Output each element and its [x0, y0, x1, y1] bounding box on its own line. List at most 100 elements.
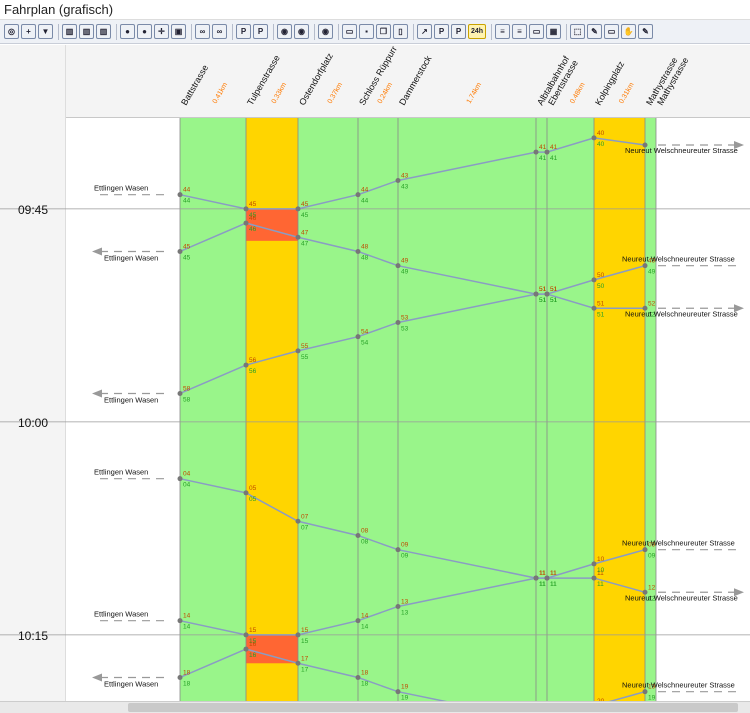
route-icon[interactable]: ↗	[417, 24, 432, 39]
distance-label: 0.31km	[618, 81, 636, 105]
band-segment	[547, 118, 594, 701]
stop-point	[544, 149, 550, 155]
terminal-label: Neureut Welschneureuter Strasse	[625, 593, 738, 602]
arrival-label: 11	[539, 570, 546, 577]
stop-point	[591, 575, 597, 581]
pp2-icon[interactable]: P	[451, 24, 466, 39]
arrow-right-icon	[734, 588, 744, 597]
departure-label: 43	[401, 183, 409, 190]
arrival-label: 19	[401, 684, 409, 691]
pencil-icon[interactable]: ✎	[638, 24, 653, 39]
arrival-label: 14	[183, 613, 191, 620]
horizontal-scrollbar[interactable]	[0, 701, 750, 713]
binoculars-icon[interactable]: ◎	[4, 24, 19, 39]
stop-point	[355, 192, 361, 198]
select-icon[interactable]: ⬚	[570, 24, 585, 39]
departure-label: 41	[539, 155, 547, 162]
departure-label: 55	[301, 354, 309, 361]
arrival-label: 46	[249, 215, 257, 222]
arrival-label: 44	[361, 187, 369, 194]
arrival-label: 55	[301, 343, 309, 350]
stop-point	[355, 248, 361, 254]
arrival-label: 45	[183, 243, 191, 250]
stop-point	[243, 646, 249, 652]
toolbar-separator	[58, 23, 59, 40]
departure-label: 50	[597, 283, 605, 290]
toolbar-separator	[191, 23, 192, 40]
record-icon[interactable]: ●	[120, 24, 135, 39]
arrival-label: 15	[249, 627, 257, 634]
arrival-label: 49	[648, 258, 656, 265]
unlink-icon[interactable]: ∞	[212, 24, 227, 39]
add-icon[interactable]: +	[21, 24, 36, 39]
wrench-icon[interactable]: ✎	[587, 24, 602, 39]
terminal-label: Neureut Welschneureuter Strasse	[622, 255, 735, 264]
link-icon[interactable]: ∞	[195, 24, 210, 39]
hide-icon[interactable]: ◉	[277, 24, 292, 39]
departure-label: 08	[361, 538, 369, 545]
parking2-icon[interactable]: P	[253, 24, 268, 39]
band-segment	[180, 118, 246, 701]
stop-point	[395, 603, 401, 609]
chart-icon[interactable]: ▦	[546, 24, 561, 39]
arrow-left-icon	[92, 247, 102, 256]
stop-point	[591, 561, 597, 567]
zoom-icon[interactable]: ▭	[604, 24, 619, 39]
list-icon[interactable]: ≡	[495, 24, 510, 39]
eye-settings-icon[interactable]: ◉	[318, 24, 333, 39]
departure-label: 45	[183, 254, 191, 261]
stop-point	[395, 177, 401, 183]
stop-icon[interactable]: ●	[137, 24, 152, 39]
stop-point	[243, 220, 249, 226]
departure-label: 54	[361, 340, 369, 347]
departure-label: 18	[361, 680, 369, 687]
scrollbar-thumb[interactable]	[128, 703, 738, 712]
departure-label: 11	[539, 581, 546, 588]
target-icon[interactable]: ✛	[154, 24, 169, 39]
pp-icon[interactable]: P	[434, 24, 449, 39]
departure-label: 09	[401, 553, 409, 560]
columns-icon[interactable]: ▥	[62, 24, 77, 39]
departure-label: 11	[539, 581, 546, 588]
departure-label: 19	[401, 695, 409, 701]
window-icon[interactable]: ▭	[529, 24, 544, 39]
arrival-label: 43	[401, 172, 409, 179]
hand-icon[interactable]: ✋	[621, 24, 636, 39]
stop-point	[177, 248, 183, 254]
arrival-label: 17	[301, 655, 309, 662]
book-icon[interactable]: ▯	[393, 24, 408, 39]
departure-label: 48	[361, 254, 369, 261]
toolbar-separator	[232, 23, 233, 40]
band-segment	[594, 118, 645, 701]
save-icon[interactable]: ▪	[359, 24, 374, 39]
layers-icon[interactable]: ≡	[512, 24, 527, 39]
stop-point	[177, 476, 183, 482]
arrival-label: 11	[550, 570, 557, 577]
departure-label: 11	[597, 581, 604, 588]
open-folder-icon[interactable]: ▭	[342, 24, 357, 39]
columns3-icon[interactable]: ▥	[96, 24, 111, 39]
filter-icon[interactable]: ▼	[38, 24, 53, 39]
columns2-icon[interactable]: ▥	[79, 24, 94, 39]
stop-point	[533, 575, 539, 581]
trip-line	[179, 577, 537, 636]
stop-point	[177, 618, 183, 624]
toolbar-separator	[413, 23, 414, 40]
arrival-label: 54	[361, 329, 369, 336]
departure-label: 53	[401, 325, 409, 332]
24h-icon[interactable]: 24h	[468, 24, 486, 39]
stop-point	[295, 660, 301, 666]
arrival-label: 11	[550, 570, 557, 577]
toolbar-separator	[116, 23, 117, 40]
stop-point	[533, 291, 539, 297]
image-icon[interactable]: ▣	[171, 24, 186, 39]
parking-icon[interactable]: P	[236, 24, 251, 39]
stop-point	[355, 532, 361, 538]
eye-icon[interactable]: ◉	[294, 24, 309, 39]
arrow-left-icon	[92, 673, 102, 682]
copy-icon[interactable]: ❐	[376, 24, 391, 39]
arrival-label: 40	[597, 130, 605, 137]
departure-label: 19	[648, 695, 656, 701]
toolbar-separator	[338, 23, 339, 40]
